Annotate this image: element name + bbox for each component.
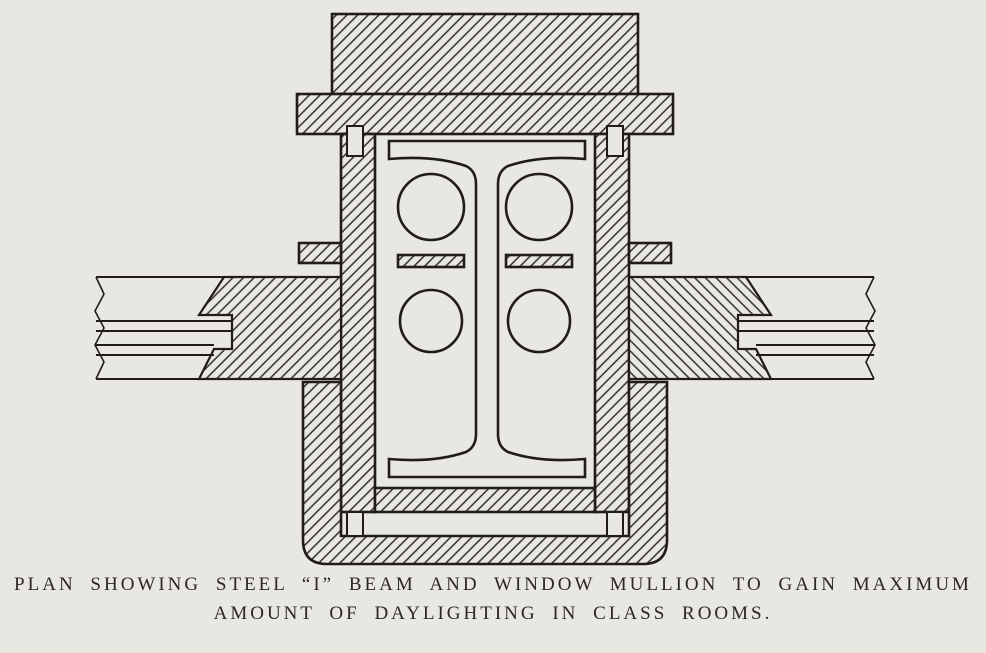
caption-line-2: AMOUNT OF DAYLIGHTING IN CLASS ROOMS. — [213, 603, 773, 624]
spacer-bar-left — [396, 253, 466, 269]
window-sill-hatched-profile — [196, 275, 343, 381]
clip-top-right — [606, 125, 624, 157]
mullion-casing-left-wall — [339, 132, 377, 514]
steel-i-beam — [387, 139, 587, 479]
jamb-tab-right — [627, 241, 673, 265]
mullion-hole-circle — [398, 288, 464, 354]
mullion-holes — [396, 172, 574, 354]
break-line — [94, 276, 105, 380]
plan-drawing — [94, 12, 877, 566]
mullion-hole-circle — [504, 172, 574, 242]
clip-bottom-right — [606, 511, 624, 537]
sole-plate — [373, 486, 597, 514]
figure-caption: PLAN SHOWING STEEL “I” BEAM AND WINDOW M… — [0, 570, 986, 628]
caption-line-1: PLAN SHOWING STEEL “I” BEAM AND WINDOW M… — [14, 574, 972, 595]
wall-block-top — [330, 12, 640, 96]
window-molding-lines — [96, 276, 341, 380]
mullion-casing-right-wall — [593, 132, 631, 514]
clip-bottom-left — [346, 511, 364, 537]
clip-details — [346, 125, 624, 537]
window-frame-left — [94, 275, 343, 381]
mullion-hole-circle — [396, 172, 466, 242]
sill-base-section — [301, 380, 669, 566]
clip-top-left — [346, 125, 364, 157]
jamb-tab-left — [297, 241, 343, 265]
mullion-hole-circle — [506, 288, 572, 354]
spacer-bar-right — [504, 253, 574, 269]
window-frame-right — [627, 275, 877, 381]
